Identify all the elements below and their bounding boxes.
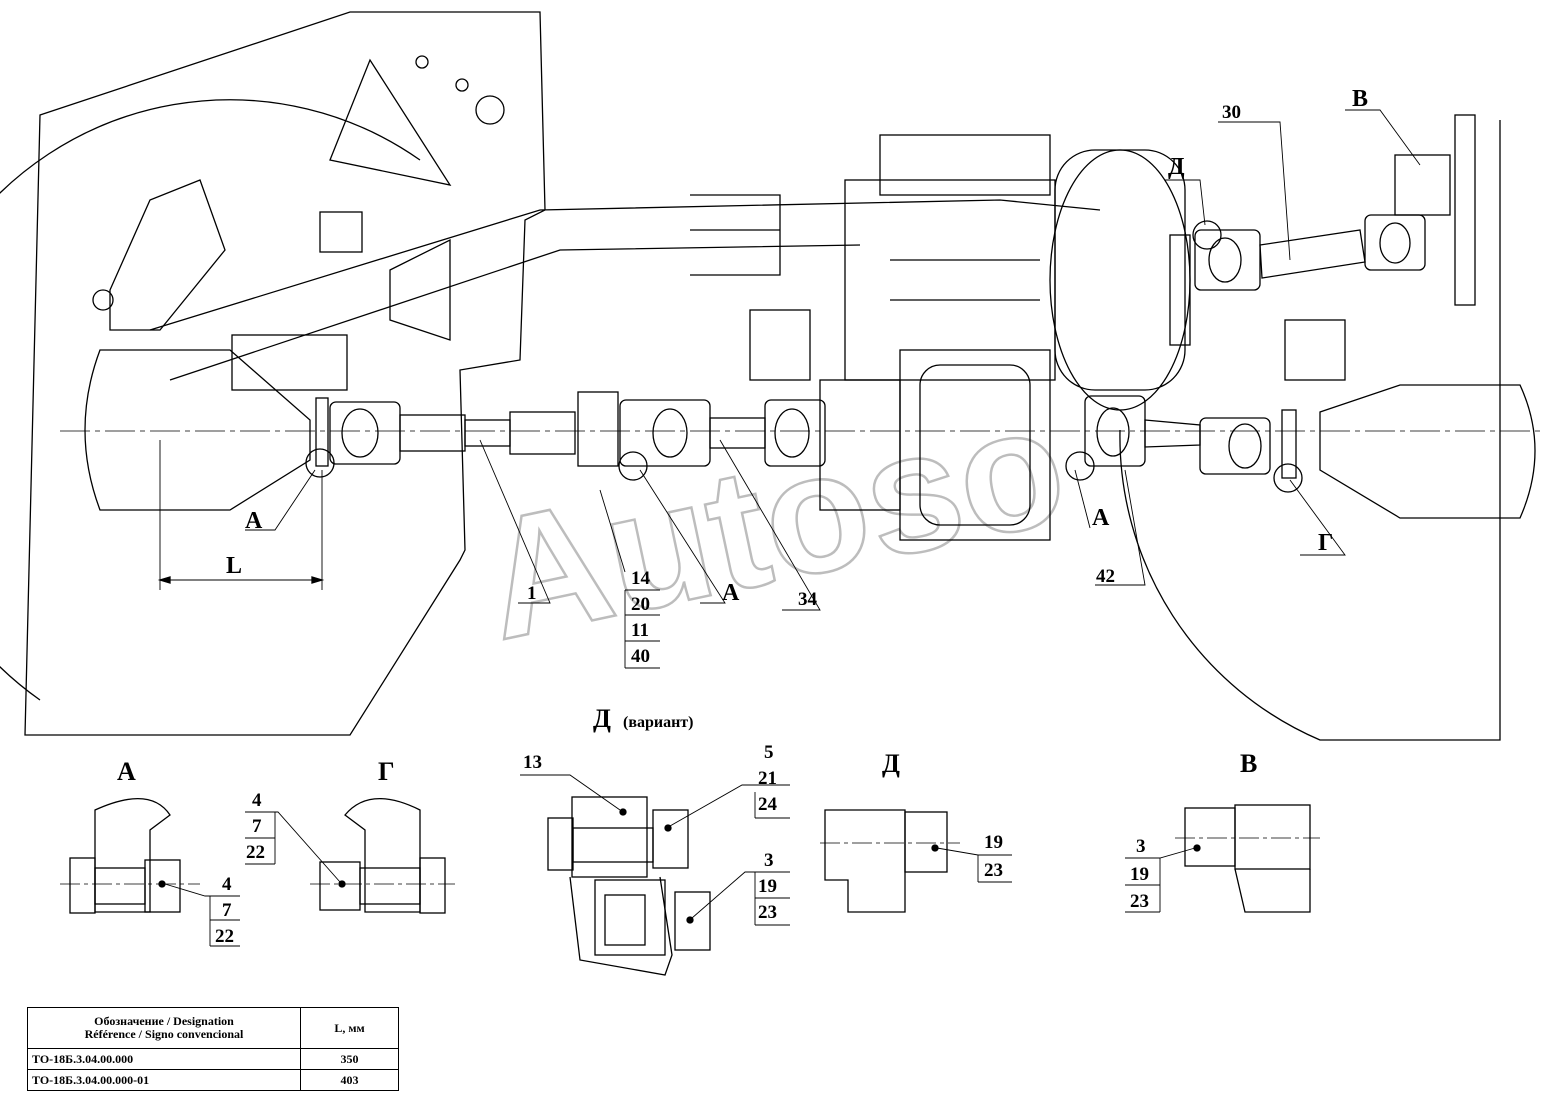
label-42: 42 [1096,566,1115,587]
label-d-main: Д [1168,154,1185,180]
view-d-detail [820,809,1012,913]
frame-hole-left [92,289,114,311]
rear-wheel-arc [1119,120,1501,741]
view-b-label-23: 23 [1130,891,1149,912]
header-designation-line1: Обозначение / Designation [94,1014,234,1028]
label-11: 11 [631,620,649,641]
frame-bracket [319,211,363,253]
view-dv-label-19: 19 [758,876,777,897]
frame-outline-left [24,11,546,736]
callout-stack-14 [624,589,660,669]
torque-converter [1049,149,1191,411]
view-dv-label-24: 24 [758,794,778,815]
view-dv-label-21: 21 [758,768,777,789]
front-driveshaft [315,391,826,467]
frame-rect-cutout [389,238,451,341]
detail-circle-g [1273,463,1303,493]
view-dv-label-3: 3 [764,850,774,871]
view-a-label-4: 4 [222,874,232,895]
frame-triangle-cutout [329,58,452,186]
rear-axle-housing [1319,384,1536,519]
table-header-designation: Обозначение / Designation Référence / Si… [27,1007,301,1049]
table-row: ТО-18Б.3.04.00.000 350 [27,1048,399,1070]
front-support-block [231,334,348,391]
view-a-label-22: 22 [215,926,234,947]
view-a-title: А [117,757,136,786]
table-cell-l: 350 [300,1048,399,1070]
upper-driveshaft [1194,114,1476,306]
view-b-title: В [1240,749,1257,778]
label-g-main: Г [1318,530,1333,556]
table-header-l: L, мм [300,1007,399,1049]
view-a-label-7: 7 [222,900,232,921]
label-a-rear: А [1092,505,1110,531]
detail-circle-d [1192,220,1222,250]
frame-hole [475,95,505,125]
table-header-row: Обозначение / Designation Référence / Si… [27,1007,399,1049]
rear-driveshaft [1084,395,1297,479]
front-wheel-arc [0,99,421,701]
view-g-label-22: 22 [246,842,265,863]
view-g-title: Г [378,757,395,786]
view-d-title: Д [882,749,900,778]
frame-beam-upper [149,199,1101,331]
view-d-label-19: 19 [984,832,1003,853]
table-cell-designation: ТО-18Б.3.04.00.000-01 [27,1069,301,1091]
view-d-label-23: 23 [984,860,1003,881]
view-dv-label-13: 13 [523,752,542,773]
watermark-text: Autoso [468,369,1080,677]
label-1: 1 [527,583,537,604]
label-30: 30 [1222,102,1241,123]
label-l: L [226,553,242,579]
table-cell-designation: ТО-18Б.3.04.00.000 [27,1048,301,1070]
view-b-label-19: 19 [1130,864,1149,885]
label-20: 20 [631,594,650,615]
label-a-front: А [245,508,263,534]
frame-hole-small-2 [455,78,469,92]
view-d-variant-detail [520,774,790,976]
label-b-main: В [1352,86,1368,112]
view-d-variant-letter: Д [593,704,611,733]
view-g-label-7: 7 [252,816,262,837]
frame-hole-small [415,55,429,69]
frame-beam-lower [169,244,861,381]
label-34: 34 [798,589,818,610]
label-a-mid: А [722,580,740,606]
view-g-label-4: 4 [252,790,262,811]
front-axle-housing [84,349,311,511]
frame-side-plate [109,179,226,331]
gearbox [690,134,1056,541]
table-cell-l: 403 [300,1069,399,1091]
designation-table: Обозначение / Designation Référence / Si… [27,1007,399,1091]
table-row: ТО-18Б.3.04.00.000-01 403 [27,1069,399,1091]
view-b-label-3: 3 [1136,836,1146,857]
view-a-detail [60,798,240,947]
view-dv-label-5: 5 [764,742,774,763]
header-designation-line2: Référence / Signo convencional [84,1027,244,1041]
view-d-variant-note: (вариант) [623,714,694,731]
view-g-detail [245,798,455,914]
detail-circle-a-front [305,448,335,478]
label-14: 14 [631,568,651,589]
rear-support-block [1284,319,1346,381]
view-b-detail [1125,804,1320,913]
view-dv-label-23: 23 [758,902,777,923]
detail-circle-a-mid [618,451,648,481]
label-40: 40 [631,646,650,667]
detail-circle-a-rear [1065,451,1095,481]
